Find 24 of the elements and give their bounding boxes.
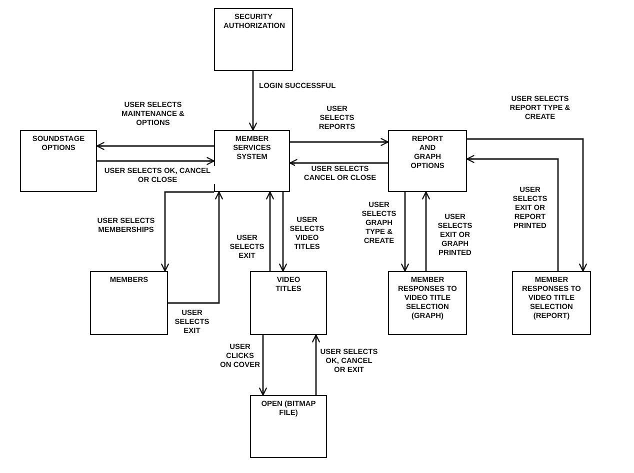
process-box bbox=[388, 130, 467, 192]
arrow bbox=[258, 335, 268, 396]
arrow bbox=[467, 138, 588, 272]
arrow bbox=[290, 138, 389, 146]
arrow bbox=[160, 191, 214, 272]
arrow bbox=[312, 334, 320, 395]
process-box bbox=[214, 8, 293, 71]
arrow bbox=[422, 191, 430, 271]
arrow bbox=[289, 158, 388, 168]
arrow bbox=[248, 71, 258, 131]
process-box bbox=[250, 395, 327, 458]
arrow bbox=[278, 192, 288, 272]
arrow bbox=[168, 191, 224, 304]
process-box bbox=[388, 271, 467, 335]
process-box bbox=[20, 130, 97, 192]
process-box bbox=[90, 271, 168, 335]
arrow bbox=[466, 154, 559, 271]
process-box bbox=[214, 130, 290, 192]
arrow bbox=[96, 142, 214, 150]
arrow bbox=[266, 191, 274, 271]
arrow bbox=[400, 192, 410, 272]
process-box bbox=[250, 271, 327, 335]
process-box bbox=[512, 271, 591, 335]
arrow bbox=[97, 156, 215, 166]
